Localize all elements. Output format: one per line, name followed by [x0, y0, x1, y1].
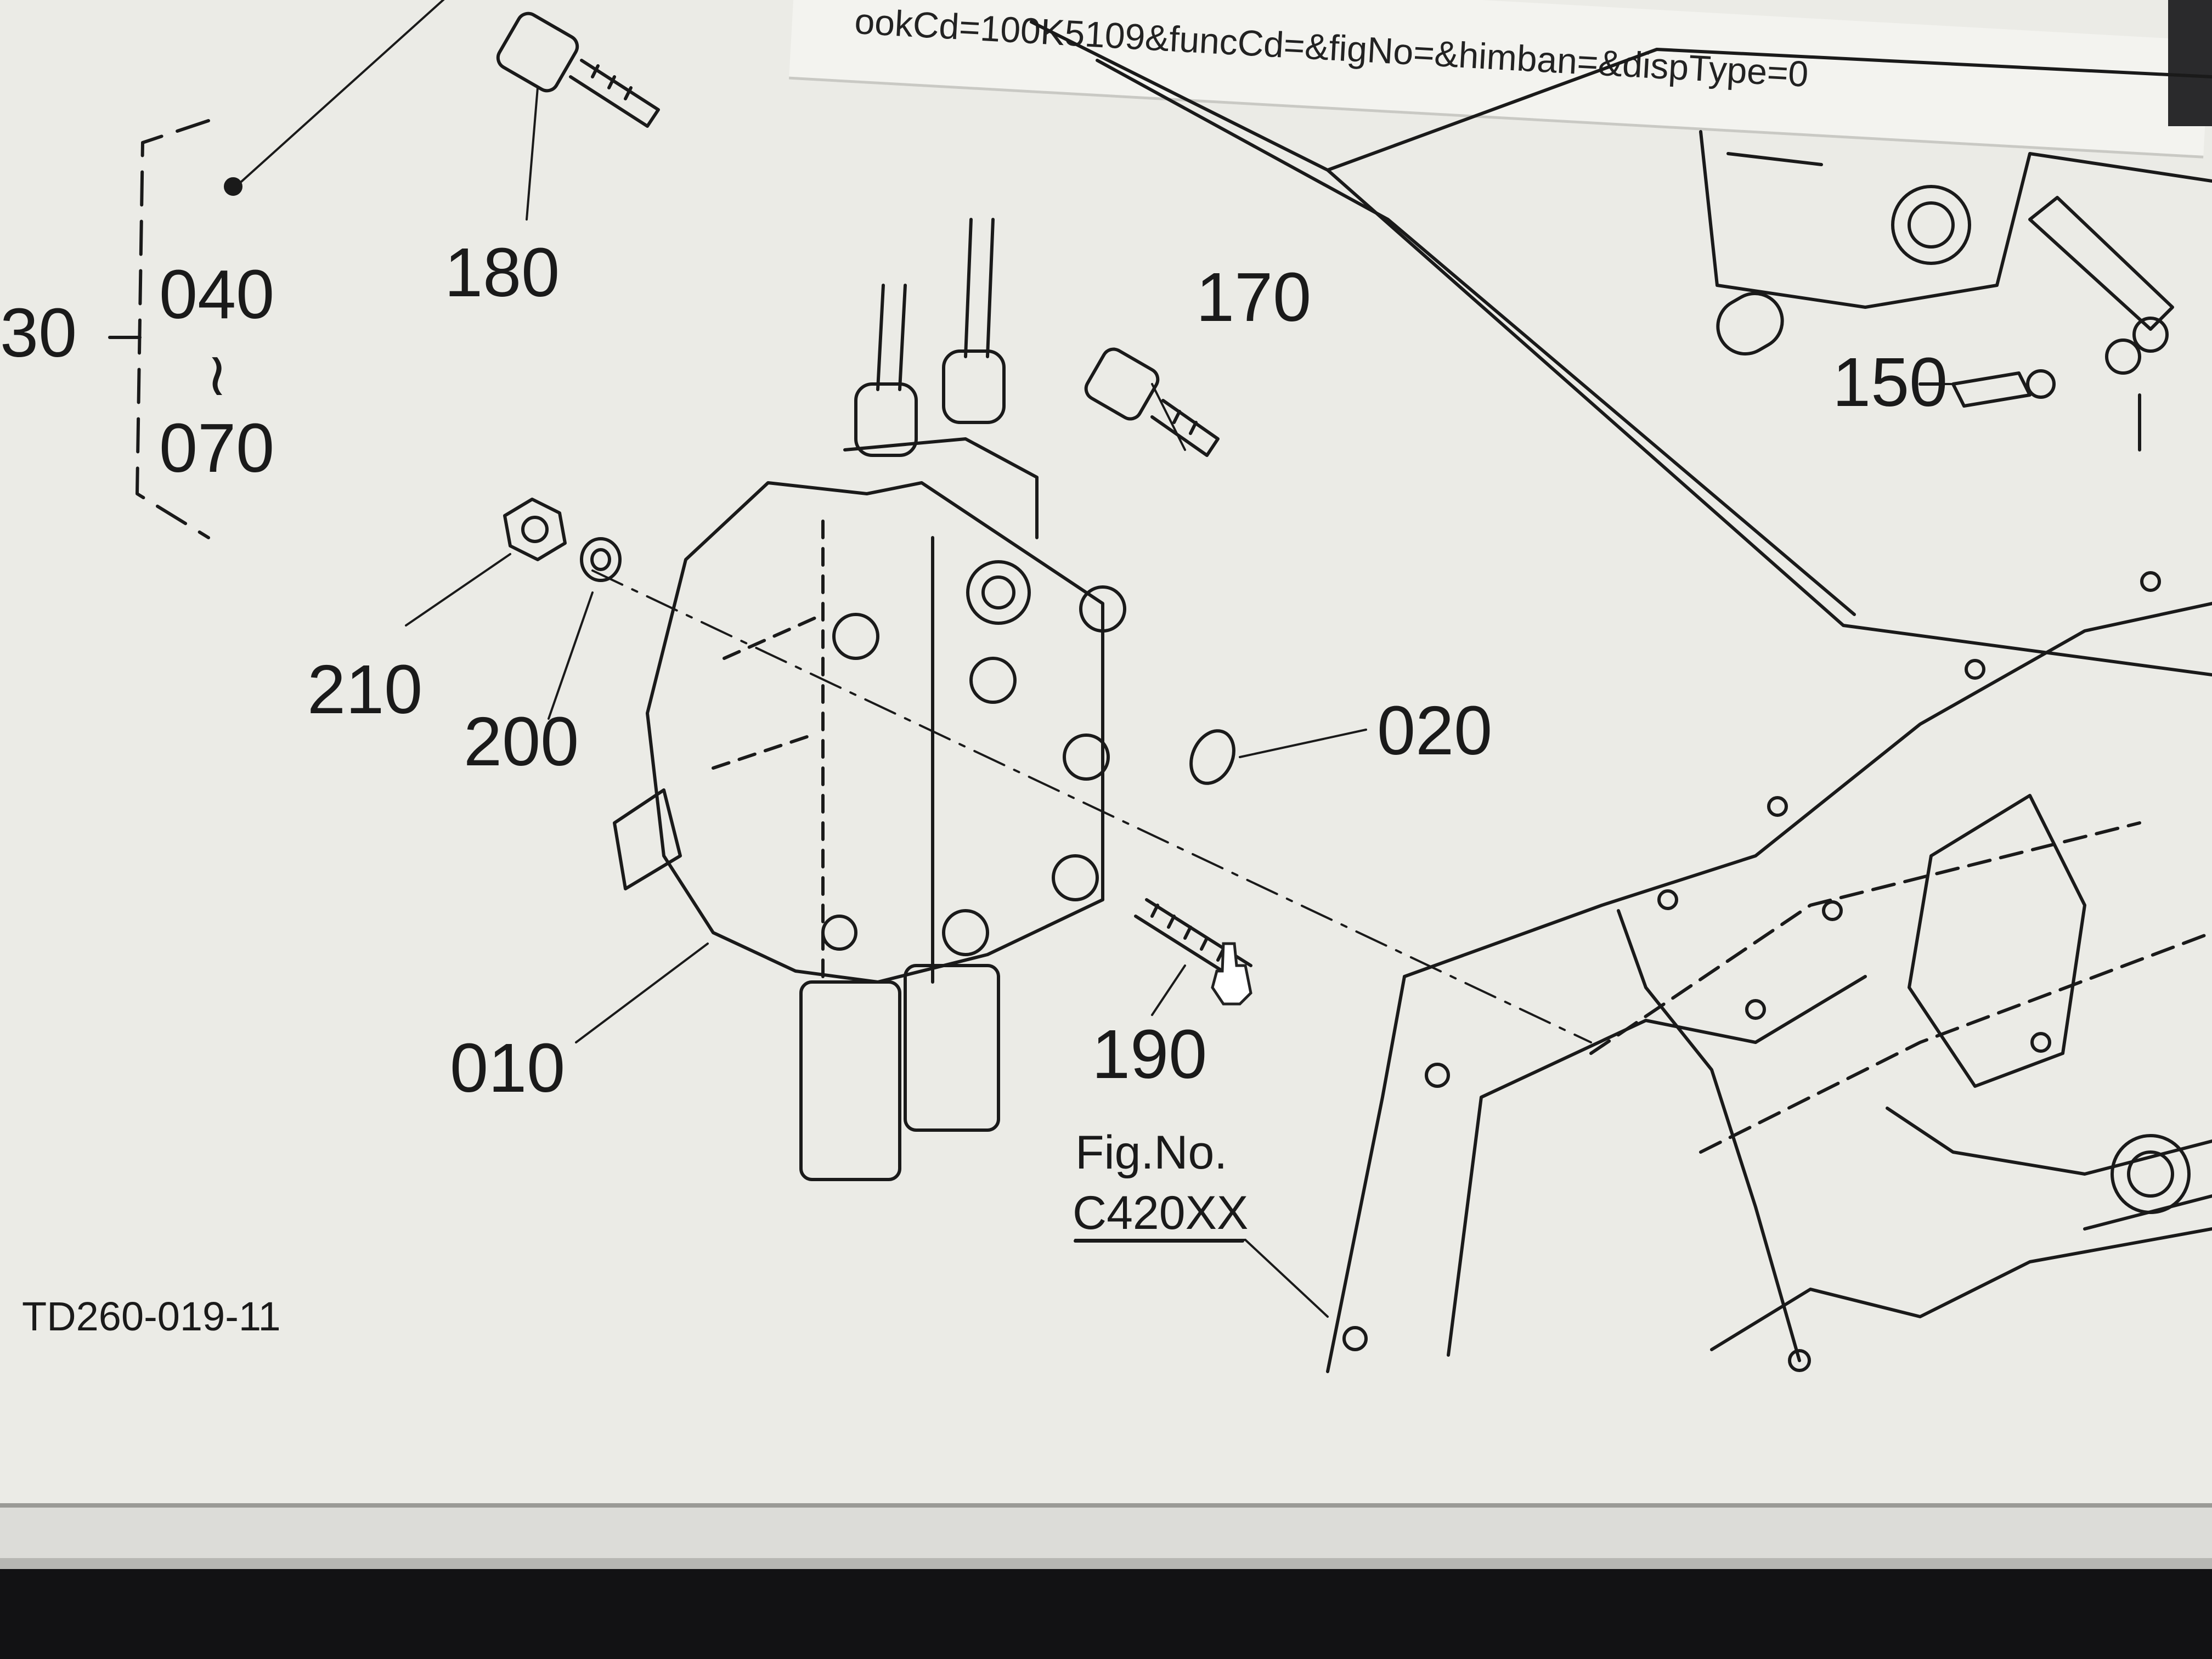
monitor-bezel: [0, 1569, 2212, 1659]
fig-ref-number[interactable]: C420XX: [1073, 1187, 1248, 1239]
hand-cursor-icon: [1211, 942, 1252, 1006]
pin-150-drawing: [1918, 369, 2141, 452]
range-bracket: [108, 119, 242, 539]
nut-210-drawing: [503, 498, 567, 561]
leader-lines: [235, 0, 1954, 1318]
part-label-190[interactable]: 190: [1092, 1015, 1207, 1093]
part-label-200[interactable]: 200: [464, 703, 579, 780]
monitor-edge: [2168, 0, 2212, 126]
washer-200-drawing: [580, 537, 622, 582]
transmission-case-drawing: [1326, 571, 2212, 1373]
part-label-010[interactable]: 010: [450, 1029, 565, 1107]
bolt-180-drawing: [496, 12, 660, 128]
part-label-170[interactable]: 170: [1196, 258, 1311, 336]
control-valve-010-drawing: [613, 218, 1126, 1181]
exploded-parts-diagram: 30 040 ≀ 070 180 170 150 210 200 020 010…: [0, 0, 2212, 1373]
part-label-030[interactable]: 30: [0, 294, 77, 371]
part-label-070[interactable]: 070: [159, 409, 274, 487]
taskbar-edge: [0, 1558, 2212, 1569]
drawing-code: TD260-019-11: [22, 1294, 281, 1339]
part-label-210[interactable]: 210: [307, 651, 422, 728]
cover-plate-outline: [1030, 20, 2212, 676]
bolt-170-drawing: [1084, 347, 1220, 457]
part-label-020[interactable]: 020: [1377, 692, 1492, 769]
window-bottom-border: [0, 1503, 2212, 1562]
fig-ref-label: Fig.No.: [1075, 1126, 1227, 1179]
o-ring-020-drawing: [1189, 729, 1235, 785]
assembly-axis: [591, 569, 1592, 1043]
part-label-150[interactable]: 150: [1832, 343, 1948, 421]
part-label-040[interactable]: 040: [159, 256, 274, 333]
range-tilde: ≀: [206, 341, 228, 408]
part-label-180[interactable]: 180: [444, 234, 560, 311]
